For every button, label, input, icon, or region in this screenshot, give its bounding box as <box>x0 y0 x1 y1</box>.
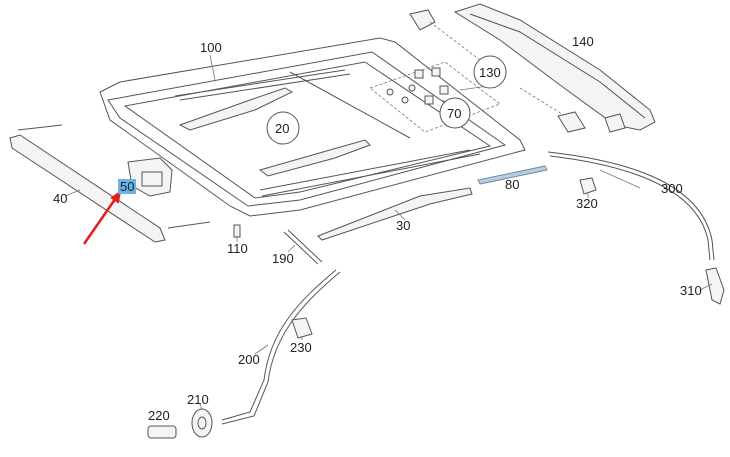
callout-230: 230 <box>290 340 312 355</box>
drain-valve-part[interactable] <box>147 425 177 439</box>
screw-part[interactable] <box>233 224 241 238</box>
hose-clip-part[interactable] <box>291 317 313 339</box>
callout-30: 30 <box>396 218 410 233</box>
clip-part[interactable] <box>579 177 597 195</box>
red-pointer-arrow <box>82 189 122 245</box>
callout-200: 200 <box>238 352 260 367</box>
rear-crossmember-part[interactable] <box>409 3 656 133</box>
grommet-part[interactable] <box>191 408 213 438</box>
callout-320: 320 <box>576 196 598 211</box>
callout-50: 50 <box>120 179 134 194</box>
sunroof-frame-part[interactable] <box>99 37 526 217</box>
drain-hose-left-part[interactable] <box>221 269 341 425</box>
callout-40: 40 <box>53 191 67 206</box>
hose-end-part[interactable] <box>705 267 725 305</box>
callout-110: 110 <box>227 241 248 256</box>
callout-70-circle <box>439 97 471 129</box>
callout-130-circle <box>473 55 507 89</box>
guide-rail-part[interactable] <box>477 165 548 185</box>
short-hose-part[interactable] <box>283 229 323 265</box>
callout-220: 220 <box>148 408 170 423</box>
drive-bracket-part[interactable] <box>178 87 371 177</box>
callout-70: 70 <box>447 106 461 121</box>
callout-210: 210 <box>187 392 209 407</box>
callout-50-highlight <box>118 179 136 194</box>
wind-deflector-part[interactable] <box>9 124 211 243</box>
callout-20-circle <box>266 111 300 145</box>
callout-130: 130 <box>479 65 501 80</box>
callout-80: 80 <box>505 177 519 192</box>
callout-100: 100 <box>200 40 222 55</box>
sunroof-motor-part[interactable] <box>127 157 173 197</box>
callout-310: 310 <box>680 283 702 298</box>
callout-20: 20 <box>275 121 289 136</box>
drain-hose-right-part[interactable] <box>547 151 715 261</box>
callout-140: 140 <box>572 34 594 49</box>
seal-strip-part[interactable] <box>317 187 473 241</box>
callout-300: 300 <box>661 181 683 196</box>
hardware-kit-part[interactable] <box>369 61 501 133</box>
callout-190: 190 <box>272 251 294 266</box>
